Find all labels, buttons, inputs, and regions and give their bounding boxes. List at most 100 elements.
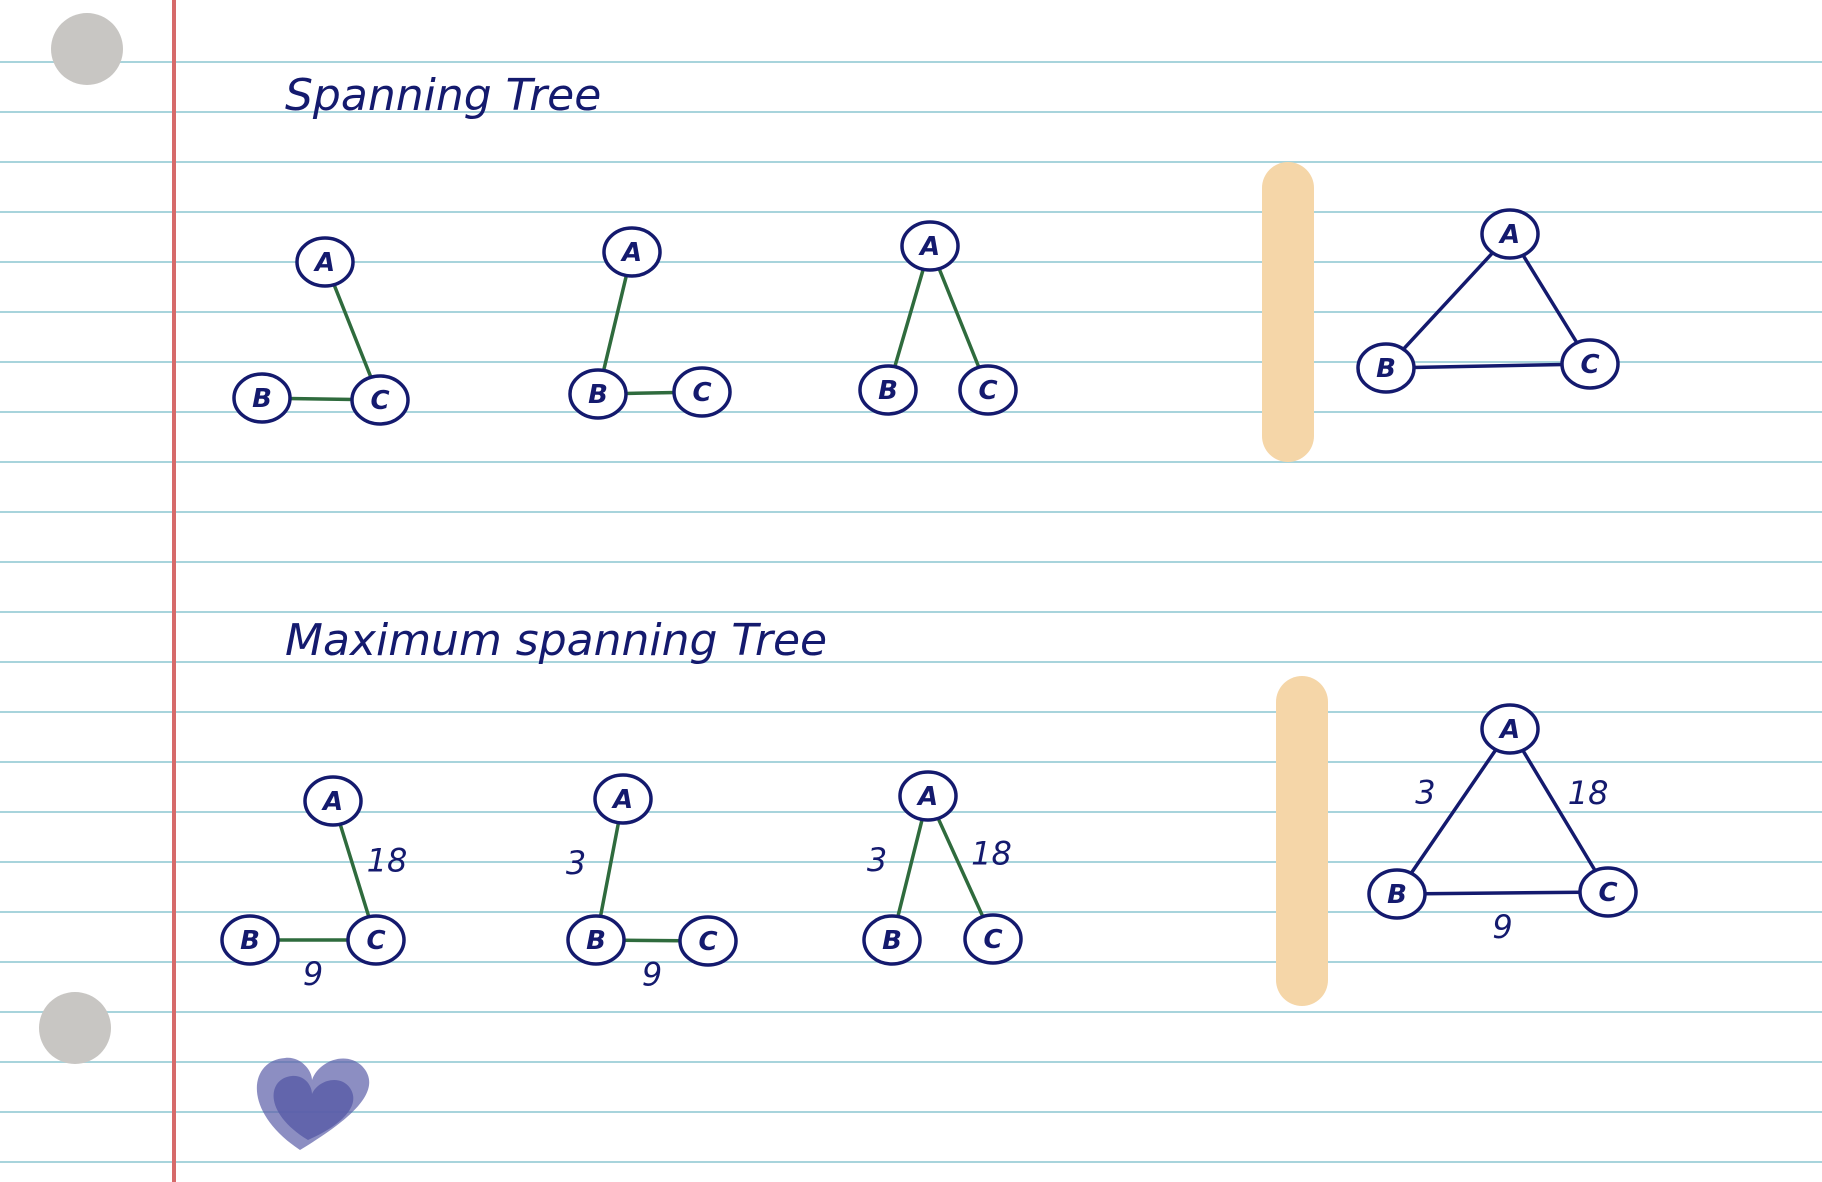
edge-weight-AC: 18 bbox=[1568, 774, 1609, 812]
heart-doodle bbox=[256, 1057, 370, 1150]
node-a: A bbox=[295, 236, 355, 288]
edge-BC bbox=[1410, 362, 1566, 370]
node-a: A bbox=[593, 773, 653, 825]
node-circle bbox=[1367, 868, 1427, 920]
node-circle bbox=[232, 372, 292, 424]
section-1-tree-2: 3 9 A B C bbox=[566, 773, 738, 994]
edge-weight-BC: 9 bbox=[642, 956, 662, 994]
node-label: C bbox=[1580, 350, 1599, 380]
edge-AB bbox=[602, 275, 628, 371]
node-circle bbox=[900, 220, 960, 272]
node-circle bbox=[602, 226, 662, 278]
node-c: C bbox=[678, 915, 738, 967]
node-circle bbox=[220, 914, 280, 966]
section-0-tree-3: A B C bbox=[858, 220, 1018, 416]
node-b: B bbox=[220, 914, 280, 966]
edge-weight-BC: 9 bbox=[1492, 908, 1512, 946]
node-b: B bbox=[858, 364, 918, 416]
edge-weight-AB: 3 bbox=[566, 844, 586, 882]
node-label: A bbox=[321, 787, 343, 817]
node-label: B bbox=[1376, 354, 1396, 384]
node-c: C bbox=[1578, 866, 1638, 918]
node-label: B bbox=[588, 380, 608, 410]
heart-shape-inner bbox=[273, 1075, 354, 1140]
node-c: C bbox=[346, 914, 406, 966]
node-circle bbox=[1356, 342, 1416, 394]
edge-AC bbox=[338, 824, 371, 917]
node-circle bbox=[1560, 338, 1620, 390]
node-circle bbox=[958, 364, 1018, 416]
node-circle bbox=[350, 374, 410, 426]
node-b: B bbox=[566, 914, 626, 966]
edge-AB bbox=[893, 269, 925, 367]
edge-AB bbox=[1401, 251, 1495, 351]
node-circle bbox=[593, 773, 653, 825]
highlighter-divider-top bbox=[1262, 162, 1314, 462]
edge-AC bbox=[937, 268, 981, 368]
edge-weight-AC: 18 bbox=[971, 834, 1012, 872]
node-label: B bbox=[586, 926, 606, 956]
node-circle bbox=[898, 770, 958, 822]
edge-AC bbox=[332, 284, 373, 378]
node-circle bbox=[568, 368, 628, 420]
node-circle bbox=[963, 913, 1023, 965]
section-1-full-graph: 3 18 9 A B C bbox=[1367, 703, 1638, 946]
node-label: C bbox=[366, 926, 385, 956]
node-c: C bbox=[672, 366, 732, 418]
binder-hole-top bbox=[51, 13, 123, 85]
node-label: B bbox=[878, 376, 898, 406]
node-label: A bbox=[1498, 220, 1520, 250]
edge-AC bbox=[1521, 254, 1579, 344]
edge-BC bbox=[622, 390, 678, 396]
node-label: A bbox=[918, 232, 940, 262]
edge-weight-AB: 3 bbox=[1415, 773, 1435, 811]
node-c: C bbox=[958, 364, 1018, 416]
edge-BC bbox=[620, 938, 684, 943]
node-label: C bbox=[1598, 878, 1617, 908]
node-label: A bbox=[916, 782, 938, 812]
node-a: A bbox=[303, 775, 363, 827]
node-c: C bbox=[1560, 338, 1620, 390]
node-b: B bbox=[232, 372, 292, 424]
node-circle bbox=[566, 914, 626, 966]
node-label: A bbox=[313, 248, 335, 278]
node-a: A bbox=[1480, 703, 1540, 755]
node-circle bbox=[1480, 208, 1540, 260]
node-circle bbox=[678, 915, 738, 967]
node-label: A bbox=[620, 238, 642, 268]
edge-AB bbox=[1409, 748, 1498, 875]
node-b: B bbox=[1367, 868, 1427, 920]
section-0-tree-2: A B C bbox=[568, 226, 732, 420]
node-b: B bbox=[862, 914, 922, 966]
node-circle bbox=[862, 914, 922, 966]
node-label: B bbox=[882, 926, 902, 956]
node-circle bbox=[1578, 866, 1638, 918]
node-circle bbox=[1480, 703, 1540, 755]
section-0-full-graph: A B C bbox=[1356, 208, 1620, 394]
node-a: A bbox=[898, 770, 958, 822]
section-title-spanning-tree: Spanning Tree bbox=[285, 70, 601, 121]
node-label: C bbox=[983, 925, 1002, 955]
node-label: C bbox=[692, 378, 711, 408]
node-label: C bbox=[978, 376, 997, 406]
edge-AC bbox=[1521, 749, 1597, 872]
node-a: A bbox=[900, 220, 960, 272]
node-a: A bbox=[1480, 208, 1540, 260]
node-a: A bbox=[602, 226, 662, 278]
edge-BC bbox=[286, 396, 356, 402]
edge-AB bbox=[896, 819, 924, 917]
node-b: B bbox=[568, 368, 628, 420]
node-circle bbox=[295, 236, 355, 288]
node-label: A bbox=[611, 785, 633, 815]
node-b: B bbox=[1356, 342, 1416, 394]
edge-weight-BC: 9 bbox=[303, 955, 323, 993]
node-label: A bbox=[1498, 715, 1520, 745]
highlighter-divider-bottom bbox=[1276, 676, 1328, 1006]
binder-hole-bottom bbox=[39, 992, 111, 1064]
edge-AB bbox=[599, 822, 620, 917]
node-label: B bbox=[1387, 880, 1407, 910]
node-circle bbox=[858, 364, 918, 416]
